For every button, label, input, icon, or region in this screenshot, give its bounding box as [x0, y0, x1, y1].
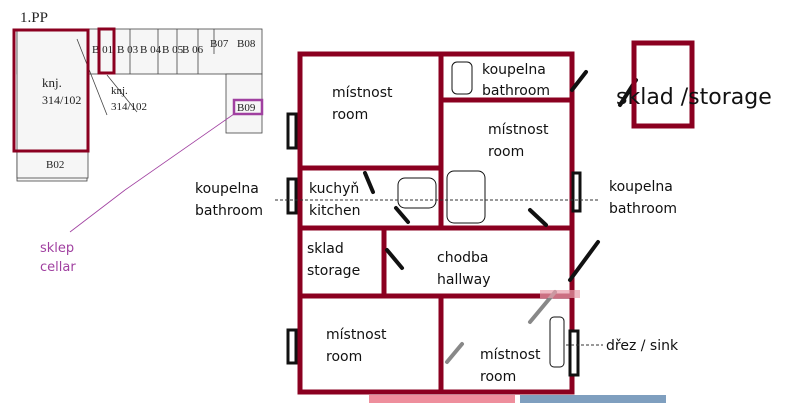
- unit-b09: B09: [237, 102, 256, 114]
- bathroom-top-cz: koupelna: [482, 62, 546, 78]
- room-bottom-right-cz: místnost: [480, 347, 541, 363]
- door-marks: [363, 70, 638, 282]
- kitchen-en: kitchen: [309, 203, 361, 219]
- unit-b05: B 05: [162, 44, 184, 56]
- cellar-label-en: cellar: [40, 260, 76, 275]
- room-top-left-cz: místnost: [332, 85, 393, 101]
- storage-box: [631, 40, 695, 129]
- room-bottom-left-en: room: [326, 349, 362, 365]
- highlight-b09: [232, 98, 264, 116]
- bathroom-top-en: bathroom: [482, 83, 550, 99]
- unit-b03: B 03: [117, 44, 139, 56]
- fixtures: [397, 61, 565, 368]
- parcel-side-line2: 314/102: [111, 101, 147, 113]
- walls: [297, 51, 575, 395]
- bathroom-right-en: bathroom: [609, 201, 677, 217]
- unit-b02-label: B02: [46, 159, 64, 171]
- hallway-en: hallway: [437, 272, 491, 288]
- room-top-right-cz: místnost: [488, 122, 549, 138]
- parcel-side-line1: knj.: [111, 85, 128, 97]
- storage-cz: sklad: [307, 241, 344, 257]
- room-bottom-left-cz: místnost: [326, 327, 387, 343]
- unit-b02: [16, 150, 89, 179]
- room-top-right-en: room: [488, 144, 524, 160]
- parcel-main-line2: 314/102: [42, 93, 81, 107]
- highlight-b01: [97, 27, 116, 75]
- bathroom-right-cz: koupelna: [609, 179, 673, 195]
- unit-b04: B 04: [140, 44, 162, 56]
- floor-label: 1.PP: [20, 10, 48, 26]
- room-bottom-right-en: room: [480, 369, 516, 385]
- unit-b06: B 06: [182, 44, 204, 56]
- room-top-left-en: room: [332, 107, 368, 123]
- storage-big-label: sklad /storage: [616, 85, 772, 110]
- highlight-main: [12, 28, 90, 153]
- sink-label: dřez / sink: [606, 338, 679, 354]
- unit-b07: B07: [210, 38, 229, 50]
- kitchen-cz: kuchyň: [309, 181, 359, 197]
- unit-b01: B 01: [92, 44, 113, 56]
- hallway-cz: chodba: [437, 250, 489, 266]
- bathroom-left-en: bathroom: [195, 203, 263, 219]
- storage-en: storage: [307, 263, 360, 279]
- windows: [286, 112, 582, 377]
- unit-b08: B08: [237, 38, 256, 50]
- bathroom-left-cz: koupelna: [195, 181, 259, 197]
- cellar-label-cz: sklep: [40, 241, 74, 256]
- old-cadastral-plan: 1.PP B 01 B 03 B 04 B 05 B 06 B07 B08 B0…: [12, 10, 264, 275]
- parcel-main-line1: knj.: [42, 75, 62, 90]
